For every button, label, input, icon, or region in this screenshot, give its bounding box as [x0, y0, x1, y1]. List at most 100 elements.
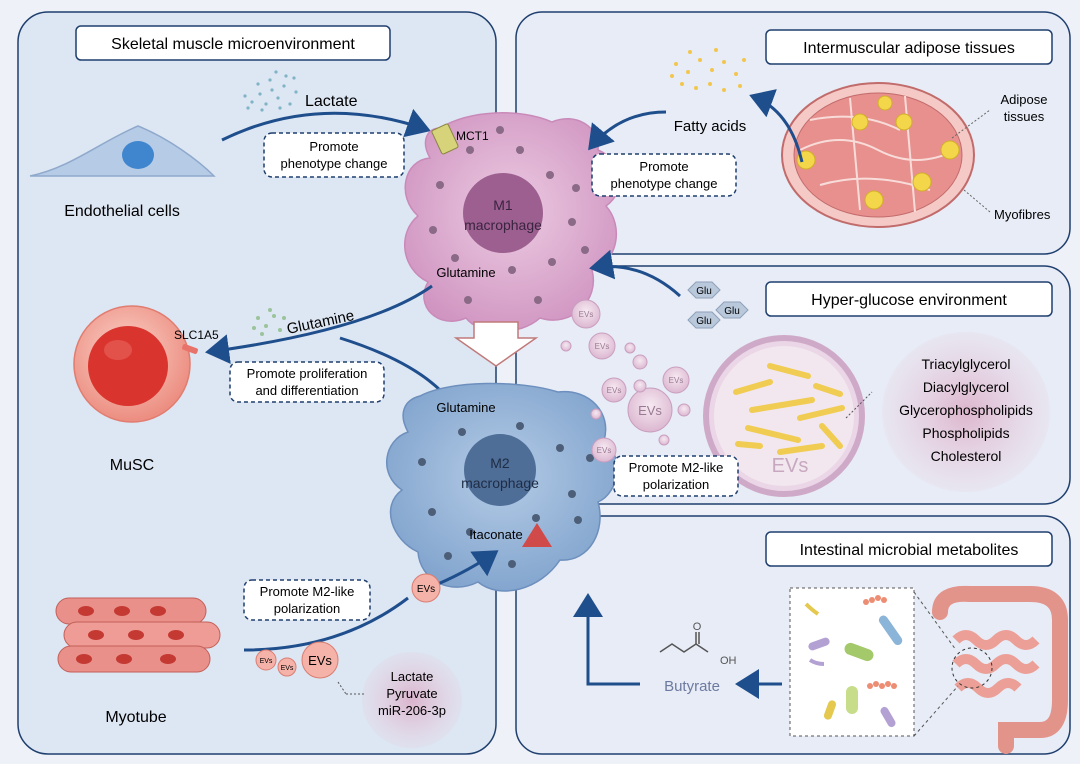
- label-adipose-l2: tissues: [1004, 109, 1045, 124]
- box-promote-m2-1-l2: polarization: [274, 601, 341, 616]
- label-o: O: [693, 621, 702, 633]
- label-glutamine-m2: Glutamine: [436, 400, 495, 415]
- lipid-3: Phospholipids: [922, 425, 1009, 441]
- arrow-m2-to-glutamine: [339, 336, 444, 394]
- glu-hexagon-1: [687, 281, 721, 299]
- transition-arrow: [453, 321, 539, 367]
- endothelial-cell: [29, 125, 216, 177]
- label-ev-myotube-2: EVs: [308, 653, 332, 668]
- label-lactate: Lactate: [305, 93, 358, 110]
- label-mct1: MCT1: [456, 129, 489, 143]
- ev-myotube-medium: [301, 641, 339, 679]
- label-ev-small-5: EVs: [638, 403, 662, 418]
- lipid-0: Triacylglycerol: [922, 356, 1011, 372]
- label-fatty-acids: Fatty acids: [674, 118, 747, 135]
- butyrate-molecule: [659, 632, 709, 653]
- fatty-acid-particles: [670, 48, 746, 92]
- label-ev-myotube-4: EVs: [281, 665, 294, 672]
- label-myofibres: Myofibres: [994, 207, 1051, 222]
- lipid-2: Glycerophospholipids: [899, 402, 1033, 418]
- label-myotube: Myotube: [105, 709, 166, 726]
- arrow-butyrate-to-m2: [573, 593, 640, 686]
- label-oh: OH: [720, 655, 737, 667]
- lipid-glow: [882, 332, 1050, 492]
- myotube-cargo-glow: [362, 652, 462, 748]
- zoom-line-2: [913, 685, 959, 737]
- label-adipose-l1: Adipose: [1001, 92, 1048, 107]
- myotube: [55, 597, 221, 673]
- adipose-tissue-illustration: [781, 82, 975, 228]
- box-promote-m2-2: [613, 455, 739, 497]
- box-promote-prolif-l1: Promote proliferation: [247, 366, 368, 381]
- myotube-cargo-leader: [337, 681, 347, 695]
- myofibres-leader: [963, 189, 991, 213]
- intestine-illustration: [932, 585, 1068, 754]
- label-ev-small-6: EVs: [597, 446, 612, 455]
- m2-macrophage: [386, 382, 618, 592]
- box-promote-m2-1-l1: Promote M2-like: [260, 584, 355, 599]
- label-ev-myotube-1: EVs: [417, 584, 435, 595]
- box-promote-phenotype-2-l1: Promote: [639, 159, 688, 174]
- title-adipose: Intermuscular adipose tissues: [803, 40, 1015, 57]
- title-box-microbial: [765, 531, 1053, 567]
- lipid-1: Diacylglycerol: [923, 379, 1009, 395]
- glutamine-particles: [252, 308, 286, 336]
- label-glu-1: Glu: [696, 286, 712, 297]
- label-butyrate: Butyrate: [664, 678, 720, 695]
- label-ev-small-3: EVs: [607, 386, 622, 395]
- ev-myotube-large: [411, 573, 441, 603]
- box-promote-phenotype-2: [591, 153, 737, 197]
- m1-label-1: M1: [493, 197, 513, 213]
- title-microbial: Intestinal microbial metabolites: [800, 542, 1019, 559]
- small-evs-cluster: [560, 299, 691, 463]
- label-ev-large: EVs: [772, 455, 809, 477]
- label-ev-small-4: EVs: [669, 376, 684, 385]
- m2-label-1: M2: [490, 455, 510, 471]
- box-promote-m2-2-l1: Promote M2-like: [629, 460, 724, 475]
- title-box-adipose: [765, 29, 1053, 65]
- arrow-adipose-to-fa: [749, 89, 804, 163]
- myotube-cargo-0: Lactate: [391, 669, 434, 684]
- label-ev-small-2: EVs: [595, 342, 610, 351]
- arrow-fa-to-m1: [588, 110, 667, 151]
- box-promote-proliferation: [229, 361, 385, 403]
- label-endothelial: Endothelial cells: [64, 203, 180, 220]
- label-ev-small-1: EVs: [579, 310, 594, 319]
- myotube-cargo-2: miR-206-3p: [378, 703, 446, 718]
- mct1-transporter: [431, 123, 459, 155]
- ev-large: [703, 335, 865, 497]
- myotube-cargo-1: Pyruvate: [386, 686, 437, 701]
- ev-myotube-small-2: [277, 657, 297, 677]
- arrow-myotube-to-m2: [437, 550, 499, 586]
- box-promote-m2-2-l2: polarization: [643, 477, 710, 492]
- box-promote-phenotype-2-l2: phenotype change: [611, 176, 718, 191]
- arrow-glutamine-to-musc: [205, 284, 433, 365]
- box-promote-m2-1: [243, 579, 371, 621]
- label-ev-myotube-3: EVs: [260, 658, 273, 665]
- label-glu-3: Glu: [696, 316, 712, 327]
- label-glu-2: Glu: [724, 306, 740, 317]
- box-promote-phenotype-1-l2: phenotype change: [281, 156, 388, 171]
- label-glutamine-m1: Glutamine: [436, 265, 495, 280]
- m2-label-2: macrophage: [461, 475, 539, 491]
- title-box-glucose: [765, 281, 1053, 317]
- m1-label-2: macrophage: [464, 217, 542, 233]
- ev-myotube-small-1: [255, 649, 277, 671]
- box-promote-phenotype-1: [263, 132, 405, 178]
- musc-cell: [73, 305, 198, 423]
- label-musc: MuSC: [110, 457, 154, 474]
- glu-hexagon-2: [715, 301, 749, 319]
- microbes-illustration: [804, 595, 903, 728]
- arrow-glu-to-m1: [589, 249, 682, 298]
- title-box-skeletal: [75, 25, 391, 61]
- title-glucose: Hyper-glucose environment: [811, 292, 1007, 309]
- title-skeletal: Skeletal muscle microenvironment: [111, 36, 355, 53]
- label-itaconate: Itaconate: [469, 527, 523, 542]
- lipid-4: Cholesterol: [931, 448, 1002, 464]
- lactate-particles: [243, 70, 298, 112]
- arrow-lactate-to-m1: [221, 108, 431, 142]
- box-promote-prolif-l2: and differentiation: [255, 383, 358, 398]
- box-promote-phenotype-1-l1: Promote: [309, 139, 358, 154]
